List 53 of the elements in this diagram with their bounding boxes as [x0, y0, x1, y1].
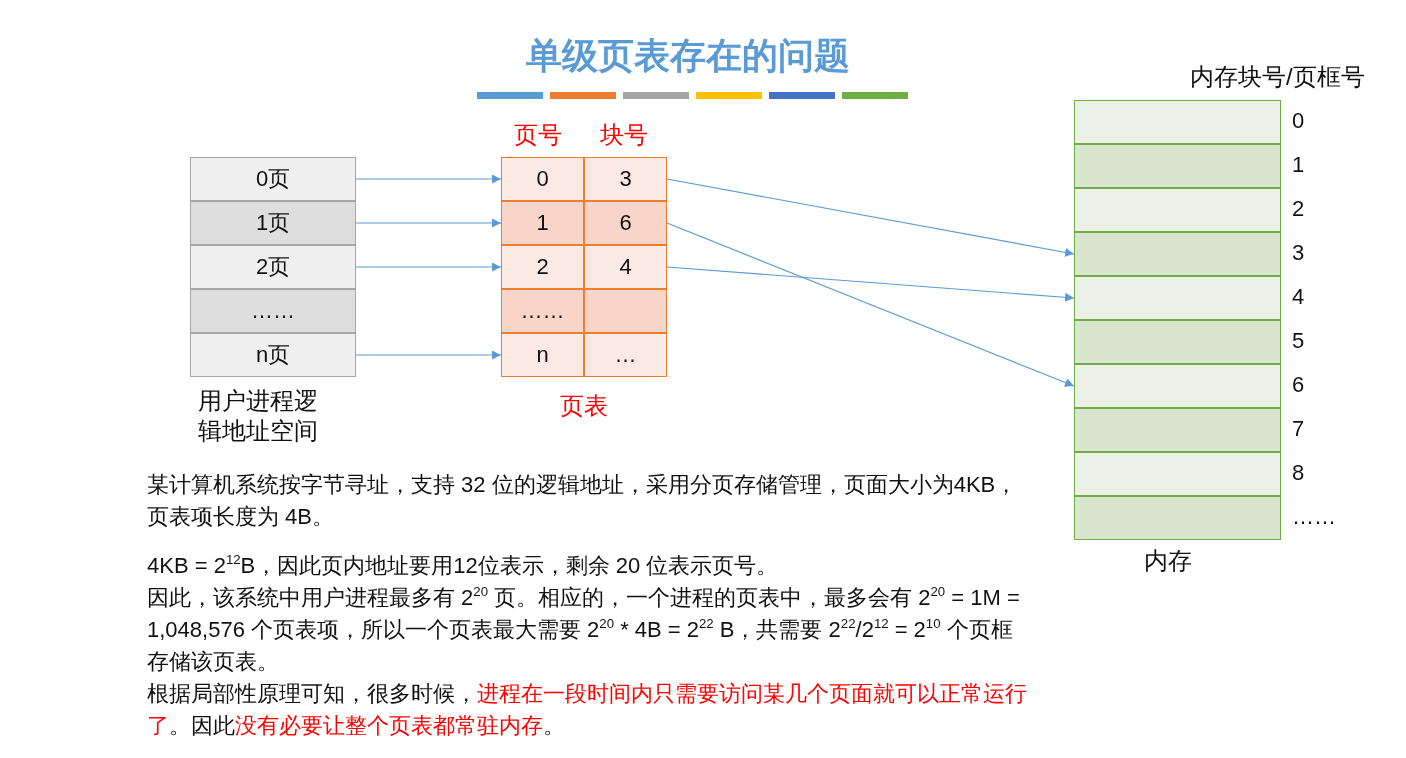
frame-number: 3 — [1292, 240, 1305, 266]
page-number-cell: …… — [501, 289, 584, 333]
arrow — [666, 222, 1075, 387]
frame-number: 2 — [1292, 196, 1305, 222]
frame-number: 6 — [1292, 372, 1305, 398]
memory-frame — [1074, 100, 1281, 144]
page-number-cell: 1 — [501, 201, 584, 245]
paragraph: 根据局部性原理可知，很多时候，进程在一段时间内只需要访问某几个页面就可以正常运行了。因此没有必要让整个页表都常驻内存。 — [147, 680, 1027, 740]
frame-number-cell: 4 — [584, 245, 667, 289]
paragraph: 因此，该系统中用户进程最多有 2$^{20}$ 页。相应的，一个进程的页表中，最多会有 2$^{20}$ = 1M = 1,048,576 个页表项，所以一个页表最大需要 2$^{20}$ * 4B = 2$^{22}$ B，共需要 2$^{22}$/2$^{12}$ = 2$^{10}$ 个页框存储该页表。 — [147, 582, 1021, 676]
frame-number-cell: 3 — [584, 157, 667, 201]
page-row: 0页 — [190, 157, 356, 201]
memory-frame — [1074, 496, 1281, 540]
column-header: 块号 — [600, 120, 648, 150]
arrow — [666, 178, 1075, 257]
table-title: 用户进程逻辑地址空间 — [198, 386, 319, 446]
memory-frame — [1074, 320, 1281, 364]
page-row: …… — [190, 289, 356, 333]
page-number-cell: 2 — [501, 245, 584, 289]
page-row: 2页 — [190, 245, 356, 289]
arrow — [355, 350, 502, 360]
memory-frame — [1074, 144, 1281, 188]
table-title: 页表 — [559, 391, 609, 421]
frame-number: 8 — [1292, 460, 1305, 486]
memory-frame — [1074, 188, 1281, 232]
arrow — [355, 174, 502, 184]
frame-number: 1 — [1292, 152, 1305, 178]
column-header: 页号 — [514, 120, 562, 150]
frame-number: 7 — [1292, 416, 1305, 442]
frame-number-cell: … — [584, 333, 667, 377]
table-title: 内存 — [1144, 546, 1193, 576]
arrow — [666, 266, 1075, 302]
title: 单级页表存在的问题 — [526, 35, 850, 76]
frame-number: 4 — [1292, 284, 1305, 310]
column-header: 内存块号/页框号 — [1190, 62, 1365, 92]
page-number-cell: n — [501, 333, 584, 377]
page-row: n页 — [190, 333, 356, 377]
page-row: 1页 — [190, 201, 356, 245]
memory-frame — [1074, 408, 1281, 452]
paragraph: 某计算机系统按字节寻址，支持 32 位的逻辑地址，采用分页存储管理，页面大小为4KB，页表项长度为 4B。 — [147, 471, 1019, 531]
frame-number-cell — [584, 289, 667, 333]
frame-number: 0 — [1292, 108, 1305, 134]
frame-number: 5 — [1292, 328, 1305, 354]
memory-frame — [1074, 364, 1281, 408]
memory-frame — [1074, 232, 1281, 276]
frame-number: …… — [1292, 504, 1336, 530]
arrow — [355, 262, 502, 272]
paragraph: 4KB = 2$^{12}$B，因此页内地址要用12位表示，剩余 20 位表示页号。 — [147, 550, 780, 580]
memory-frame — [1074, 452, 1281, 496]
frame-number-cell: 6 — [584, 201, 667, 245]
arrow — [355, 218, 502, 228]
memory-frame — [1074, 276, 1281, 320]
page-number-cell: 0 — [501, 157, 584, 201]
